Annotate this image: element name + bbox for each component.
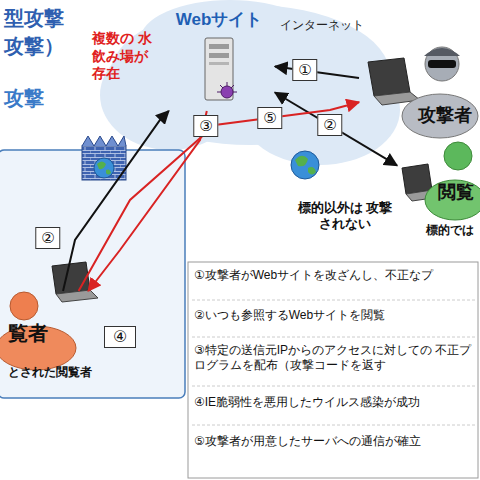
step-text: ⑤攻撃者が用意したサーバへの通信が確立 xyxy=(194,434,476,449)
step-text: ②いつも参照するWebサイトを閲覧 xyxy=(194,308,476,323)
note-text: 複数の 水飲み場が 存在 xyxy=(92,30,164,83)
title-fragment: 攻撃） xyxy=(4,34,64,59)
connector-arrow xyxy=(275,92,397,165)
web-server xyxy=(205,38,237,100)
node-title: 覧者 xyxy=(8,322,48,345)
firewall-icon xyxy=(82,136,126,180)
node-title: Webサイト xyxy=(176,10,263,30)
person-node: 攻撃者 xyxy=(360,40,478,132)
title-fragment: 攻撃 xyxy=(4,86,44,111)
callout-number: ② xyxy=(317,114,342,136)
connector-arrow xyxy=(63,111,169,291)
viewer-figure xyxy=(402,142,480,220)
title-fragment: 型攻撃 xyxy=(4,6,64,31)
node-caption: とされた閲覧者 xyxy=(8,366,92,380)
globe-icon xyxy=(291,151,319,179)
node-caption: 標的では xyxy=(426,224,474,238)
server-node: Webサイト xyxy=(164,8,274,110)
person-node: 閲覧標的では xyxy=(398,140,478,240)
step-text: ③特定の送信元IPからのアクセスに対しての 不正プログラムを配布（攻撃コードを返… xyxy=(194,343,476,373)
step-text: ④IE脆弱性を悪用したウイルス感染が成功 xyxy=(194,395,476,410)
callout-number: ③ xyxy=(193,115,218,137)
callout-number: ④ xyxy=(104,326,136,348)
node-title: 攻撃者 xyxy=(418,105,472,126)
callout-number: ⑤ xyxy=(257,107,282,129)
note-text: 標的以外は 攻撃されない xyxy=(296,200,394,233)
person-node: 覧者とされた閲覧者 xyxy=(2,292,102,384)
target-viewer-figure xyxy=(0,262,98,370)
connector-arrow xyxy=(79,102,359,291)
steps-panel xyxy=(188,262,478,478)
node-title: 閲覧 xyxy=(438,182,474,203)
attacker-figure xyxy=(368,47,478,138)
connector-arrow xyxy=(88,111,206,291)
step-text: ①攻撃者がWebサイトを改ざんし、不正なプ xyxy=(194,268,476,283)
area-label: インターネット xyxy=(280,18,364,33)
globe-icon xyxy=(94,158,114,178)
callout-number: ① xyxy=(292,59,317,81)
callout-number: ② xyxy=(35,227,60,249)
